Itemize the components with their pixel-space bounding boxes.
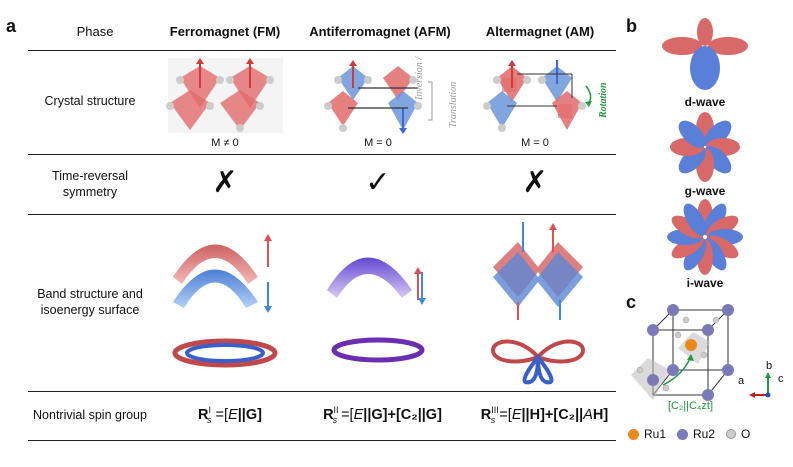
band-am [493, 222, 583, 320]
formula-afm-sub: s [332, 414, 338, 425]
g-wave-orbital [670, 112, 740, 182]
formula-am-main: R [480, 406, 492, 423]
d-wave-label: d-wave [684, 95, 726, 109]
ru2-legend-marker [677, 428, 689, 440]
formula-afm-post: ||G]+[C₂||G] [363, 406, 442, 423]
side-label-translation: Translation [448, 38, 459, 128]
formula-fm-pre: =[ [211, 406, 229, 423]
panel-a-label: a [6, 16, 17, 36]
formula-afm-main: R [323, 406, 334, 423]
formula-afm-pre: =[ [337, 406, 354, 423]
formula-am: RIIIs =[E||H]+[C₂||AH] [462, 405, 627, 425]
formula-am-end: H] [592, 406, 609, 423]
trs-am-cross: ✗ [522, 166, 548, 199]
row-label-band: Band structure and isoenergy surface [37, 287, 143, 317]
operation-label: [C₂||C₄zt] [668, 400, 714, 412]
d-wave-orbital [662, 18, 748, 90]
isoenergy-fm [172, 338, 278, 368]
formula-fm-post: ||G] [237, 406, 262, 423]
rule-1 [28, 154, 616, 155]
ru2-legend-label: Ru2 [693, 427, 716, 441]
inversion-text: Inversion / [414, 56, 425, 100]
panel-b-label: b [626, 16, 637, 36]
isoenergy-afm [331, 337, 425, 363]
formula-am-sub: s [490, 414, 496, 425]
header-altermagnet: Altermagnet (AM) [485, 24, 595, 39]
formula-fm-main: R [198, 406, 209, 423]
formula-fm-e: E [228, 406, 238, 423]
formula-afm-sup: II [333, 405, 339, 415]
band-afm [327, 257, 426, 305]
rule-2 [28, 214, 616, 215]
i-wave-orbital [667, 199, 743, 275]
crystal-am [483, 60, 592, 132]
o-legend-label: O [741, 427, 751, 441]
magnetization-afm: M = 0 [364, 137, 392, 149]
isoenergy-am [490, 339, 586, 385]
header-antiferromagnet: Antiferromagnet (AFM) [309, 24, 451, 39]
side-label-inversion: Inversion / [414, 10, 425, 100]
header-ferromagnet: Ferromagnet (FM) [169, 24, 281, 39]
row-label-trs: Time-reversal symmetry [52, 169, 128, 199]
side-label-rotation: Rotation [598, 82, 609, 118]
magnetization-fm: M ≠ 0 [211, 137, 239, 149]
rule-top [28, 50, 616, 51]
translation-text: Translation [448, 81, 459, 128]
row-label-spin-group: Nontrivial spin group [33, 408, 147, 422]
formula-fm-sup: I [208, 405, 212, 415]
formula-fm-sub: s [207, 414, 212, 425]
formula-afm: RIIs =[E||G]+[C₂||G] [300, 405, 465, 425]
trs-fm-cross: ✗ [212, 166, 238, 199]
crystal-afm [324, 60, 433, 134]
formula-am-post: ||H]+[C₂|| [521, 406, 584, 423]
formula-am-e: E [511, 406, 522, 423]
axis-label-a: a [738, 375, 745, 387]
magnetization-am: M = 0 [521, 137, 549, 149]
ru1-legend-marker [628, 428, 639, 440]
rule-bottom [28, 440, 616, 441]
rule-3 [28, 391, 616, 392]
panel-c-label: c [626, 292, 637, 312]
band-fm [173, 234, 272, 313]
formula-afm-e: E [353, 406, 364, 423]
i-wave-label: i-wave [686, 276, 724, 290]
o-legend-marker [726, 429, 737, 439]
trs-afm-check: ✓ [365, 166, 391, 199]
axis-label-c: c [778, 373, 784, 385]
ruo2-crystal [631, 304, 771, 401]
formula-am-sup: III [491, 405, 499, 415]
row-label-crystal: Crystal structure [44, 94, 136, 108]
formula-am-pre: =[ [495, 406, 512, 423]
formula-am-a: A [583, 406, 593, 423]
g-wave-label: g-wave [684, 184, 726, 198]
crystal-fm [166, 58, 283, 133]
axis-label-b: b [766, 360, 773, 372]
formula-fm: RIs =[E||G] [160, 405, 300, 425]
ru1-legend-label: Ru1 [644, 427, 667, 441]
legend: Ru1 Ru2 O [628, 427, 750, 441]
header-phase: Phase [76, 24, 114, 39]
